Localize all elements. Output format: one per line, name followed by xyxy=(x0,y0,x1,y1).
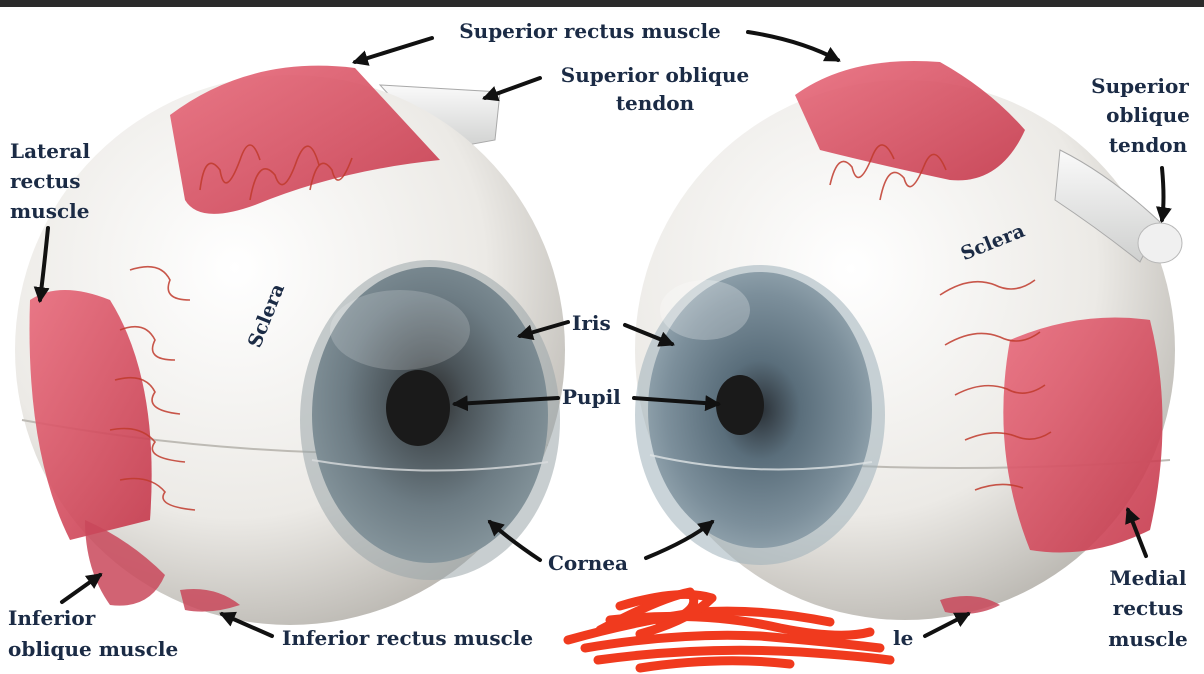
label-inferior-rectus: Inferior rectus muscle xyxy=(282,626,533,650)
label-superior-oblique-left-line1: Superior oblique xyxy=(561,63,749,87)
left-vessels xyxy=(109,144,353,511)
label-superior-oblique-right-line2: oblique xyxy=(1106,103,1190,127)
arrow-pupil-left xyxy=(451,395,560,412)
left-pupil-shape xyxy=(386,370,450,446)
arrow-medial-rectus xyxy=(1125,507,1148,558)
arrow-superior-rectus-right xyxy=(746,30,841,62)
right-tendon-end xyxy=(1137,222,1183,264)
right-inferior-rectus-shape xyxy=(940,596,1000,614)
arrow-cornea-left xyxy=(487,519,542,562)
label-superior-oblique-left-line2: tendon xyxy=(616,91,695,115)
label-lateral-rectus-line2: rectus xyxy=(10,169,80,193)
left-superior-rectus-shape xyxy=(170,65,440,214)
arrow-superior-rectus-left xyxy=(351,36,434,66)
label-superior-oblique-right-line1: Superior xyxy=(1091,74,1189,98)
right-cornea-highlight xyxy=(660,280,750,340)
red-scribble-redaction xyxy=(563,587,895,673)
label-lateral-rectus-line1: Lateral xyxy=(10,139,90,163)
right-eyeball: Sclera xyxy=(635,60,1183,620)
label-superior-oblique-right-line3: tendon xyxy=(1109,133,1188,157)
label-superior-rectus: Superior rectus muscle xyxy=(459,19,721,43)
right-cornea-seam xyxy=(649,454,873,471)
left-cornea-seam xyxy=(311,459,549,472)
labels: Superior rectus muscle Superior oblique … xyxy=(8,19,1190,661)
top-border-bar xyxy=(0,0,1204,7)
label-medial-rectus-line3: muscle xyxy=(1108,627,1187,651)
label-iris: Iris xyxy=(572,311,611,335)
right-medial-rectus-shape xyxy=(1003,317,1163,553)
left-lateral-rectus-shape xyxy=(29,290,152,540)
arrow-inferior-oblique xyxy=(60,573,103,604)
label-pupil: Pupil xyxy=(562,385,621,409)
arrow-inferior-rectus-right xyxy=(923,612,971,638)
arrow-cornea-right xyxy=(644,519,715,560)
label-medial-rectus-line1: Medial xyxy=(1109,566,1186,590)
pointer-arrows xyxy=(33,30,1172,638)
arrow-superior-oblique-left xyxy=(481,76,542,102)
right-vessels xyxy=(829,144,1052,491)
left-eyeball: Sclera xyxy=(15,65,565,625)
arrow-lateral-rectus xyxy=(33,226,50,304)
label-lateral-rectus-line3: muscle xyxy=(10,199,89,223)
left-cornea-highlight xyxy=(330,290,470,370)
arrow-inferior-rectus-left xyxy=(219,611,274,638)
label-inferior-oblique-line2: oblique muscle xyxy=(8,637,178,661)
left-inferior-rectus-shape xyxy=(180,589,240,612)
label-cornea: Cornea xyxy=(548,551,628,575)
label-medial-rectus-line2: rectus xyxy=(1113,596,1183,620)
right-superior-rectus-shape xyxy=(795,60,1025,181)
arrow-pupil-right xyxy=(632,395,722,412)
arrow-superior-oblique-right xyxy=(1155,166,1172,224)
right-pupil-shape xyxy=(716,375,764,435)
label-inferior-oblique-line1: Inferior xyxy=(8,606,96,630)
arrow-iris-left xyxy=(516,320,570,341)
label-inferior-rectus-partial: le xyxy=(893,626,913,650)
arrow-iris-right xyxy=(623,323,675,347)
left-inferior-oblique-shape xyxy=(85,520,165,606)
